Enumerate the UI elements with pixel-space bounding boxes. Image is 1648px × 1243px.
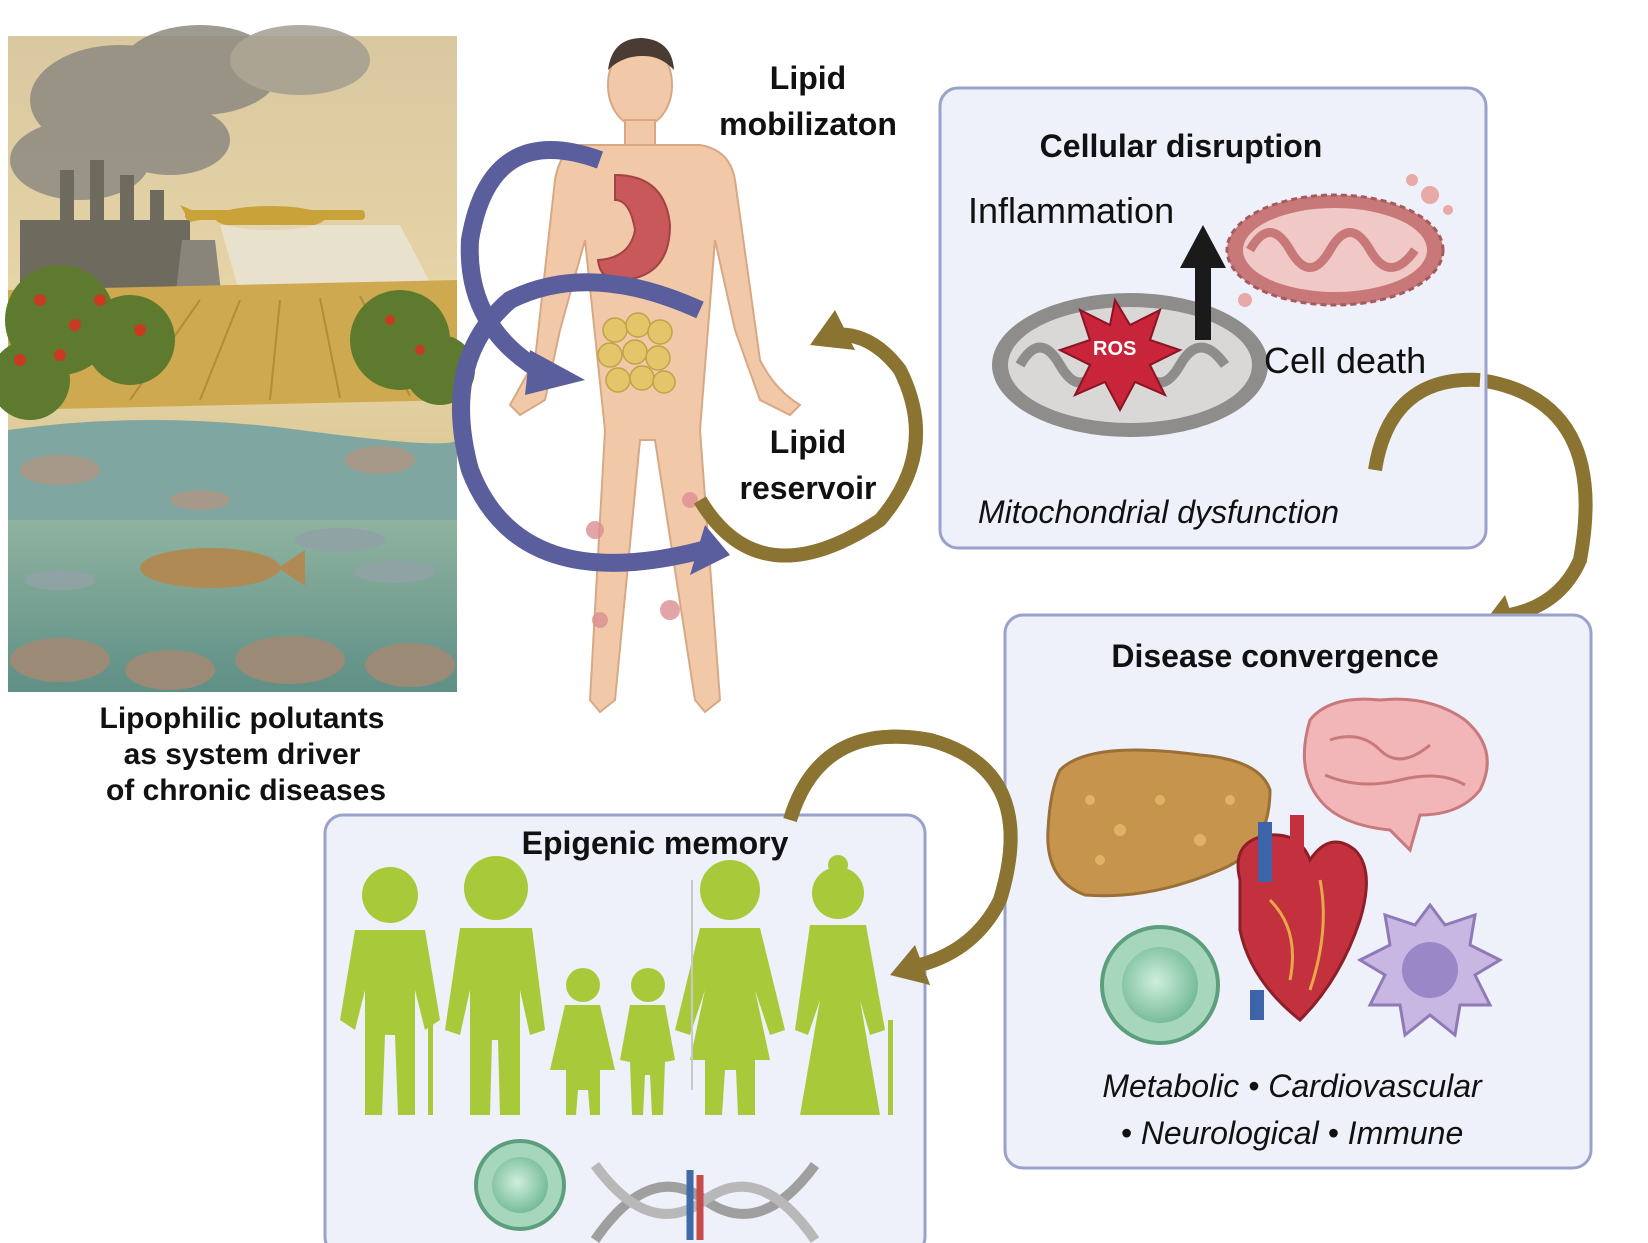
lipid-reservoir-label-1: Lipid (769, 424, 847, 460)
ros-burst-icon (1057, 297, 1183, 413)
polluted-landscape-illustration (0, 25, 475, 692)
left-caption-line-1: Lipophilic polutants (99, 702, 385, 735)
epigenic-memory-title: Epigenic memory (521, 825, 789, 861)
epigenic-memory-box (323, 813, 927, 1243)
inflammation-label: Inflammation (968, 190, 1175, 231)
left-caption-line-3: of chronic diseases (105, 774, 387, 807)
immune-cell-icon (1100, 925, 1220, 1045)
lipid-mobilization-label-1: Lipid (769, 60, 847, 96)
lipid-mobilization-label-2: mobilizaton (719, 106, 897, 142)
disease-categories-line-1: Metabolic • Cardiovascular (1102, 1068, 1482, 1104)
family-silhouette-icon (340, 855, 893, 1115)
ros-label: ROS (1093, 338, 1137, 360)
disease-categories-line-2: • Neurological • Immune (1120, 1115, 1464, 1151)
damaged-mitochondrion-icon (1225, 174, 1453, 307)
epigenetic-cell-icon (474, 1139, 566, 1231)
lipid-mobilization-arrows (452, 141, 713, 572)
cellular-disruption-title: Cellular disruption (1039, 128, 1323, 164)
inflammation-arrow-icon (1180, 225, 1226, 340)
liver-icon (1046, 748, 1272, 898)
lipid-reservoir-label-2: reservoir (739, 470, 877, 506)
macrophage-icon (1356, 902, 1504, 1038)
brain-icon (1302, 697, 1489, 853)
heart-icon (1236, 815, 1368, 1023)
human-figure-icon (508, 42, 802, 714)
disease-convergence-title: Disease convergence (1111, 638, 1439, 674)
left-caption-line-2: as system driver (123, 738, 361, 771)
dna-icon (590, 1162, 820, 1243)
cell-death-label: Cell death (1264, 340, 1427, 381)
mitochondrial-dysfunction-label: Mitochondrial dysfunction (978, 494, 1340, 530)
